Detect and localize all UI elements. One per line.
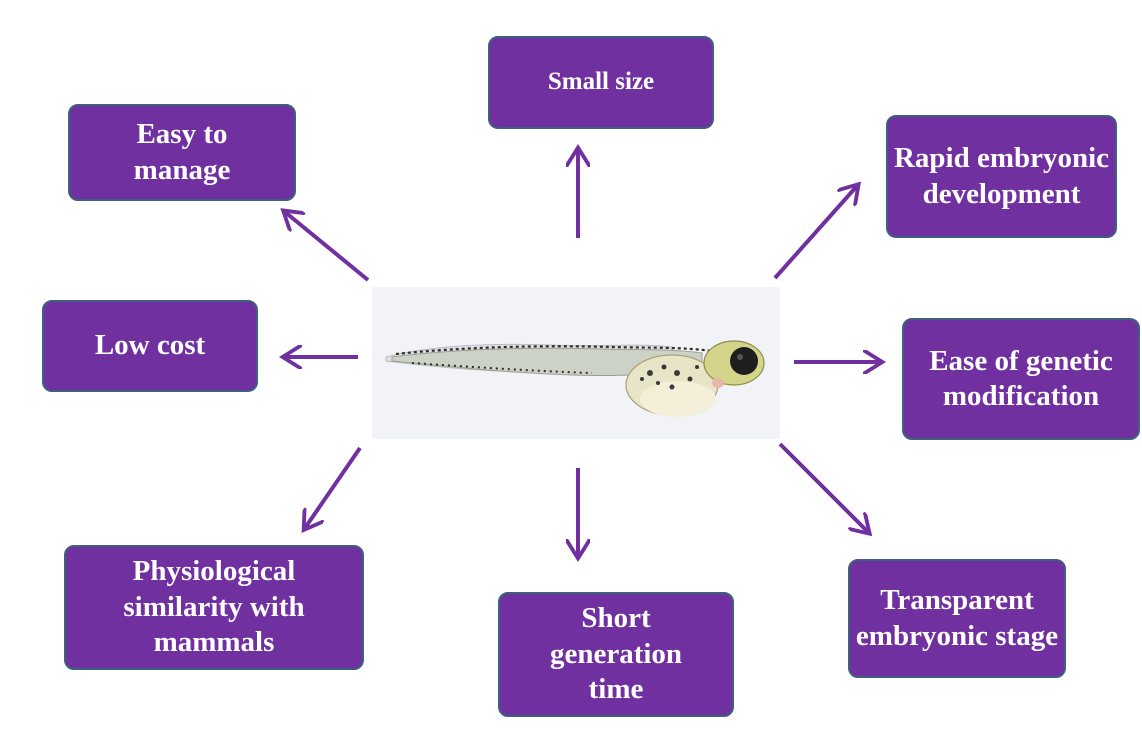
box-small-size: Small size	[488, 36, 714, 129]
zebrafish-larva-image	[372, 287, 780, 439]
box-transparent-stage: Transparent embryonic stage	[848, 559, 1066, 678]
box-physiological-similarity: Physiological similarity with mammals	[64, 545, 364, 670]
small-size-label: Small size	[548, 67, 654, 98]
transparent-stage-label: Transparent embryonic stage	[850, 583, 1064, 654]
arrow-physiological-similarity	[305, 448, 360, 528]
rapid-development-label: Rapid embryonic development	[888, 141, 1115, 212]
easy-to-manage-label: Easy to manage	[110, 117, 254, 188]
arrow-easy-to-manage	[285, 212, 368, 280]
physiological-similarity-label: Physiological similarity with mammals	[74, 554, 354, 660]
box-genetic-modification: Ease of genetic modification	[902, 318, 1140, 440]
arrow-transparent-stage	[780, 444, 868, 532]
short-generation-label: Short generation time	[522, 601, 710, 707]
zebrafish-larva-icon	[372, 287, 780, 439]
arrow-rapid-development	[775, 186, 857, 278]
box-low-cost: Low cost	[42, 300, 258, 392]
genetic-modification-label: Ease of genetic modification	[918, 344, 1124, 415]
box-short-generation: Short generation time	[498, 592, 734, 717]
low-cost-label: Low cost	[95, 328, 205, 363]
box-rapid-development: Rapid embryonic development	[886, 115, 1117, 238]
box-easy-to-manage: Easy to manage	[68, 104, 296, 201]
